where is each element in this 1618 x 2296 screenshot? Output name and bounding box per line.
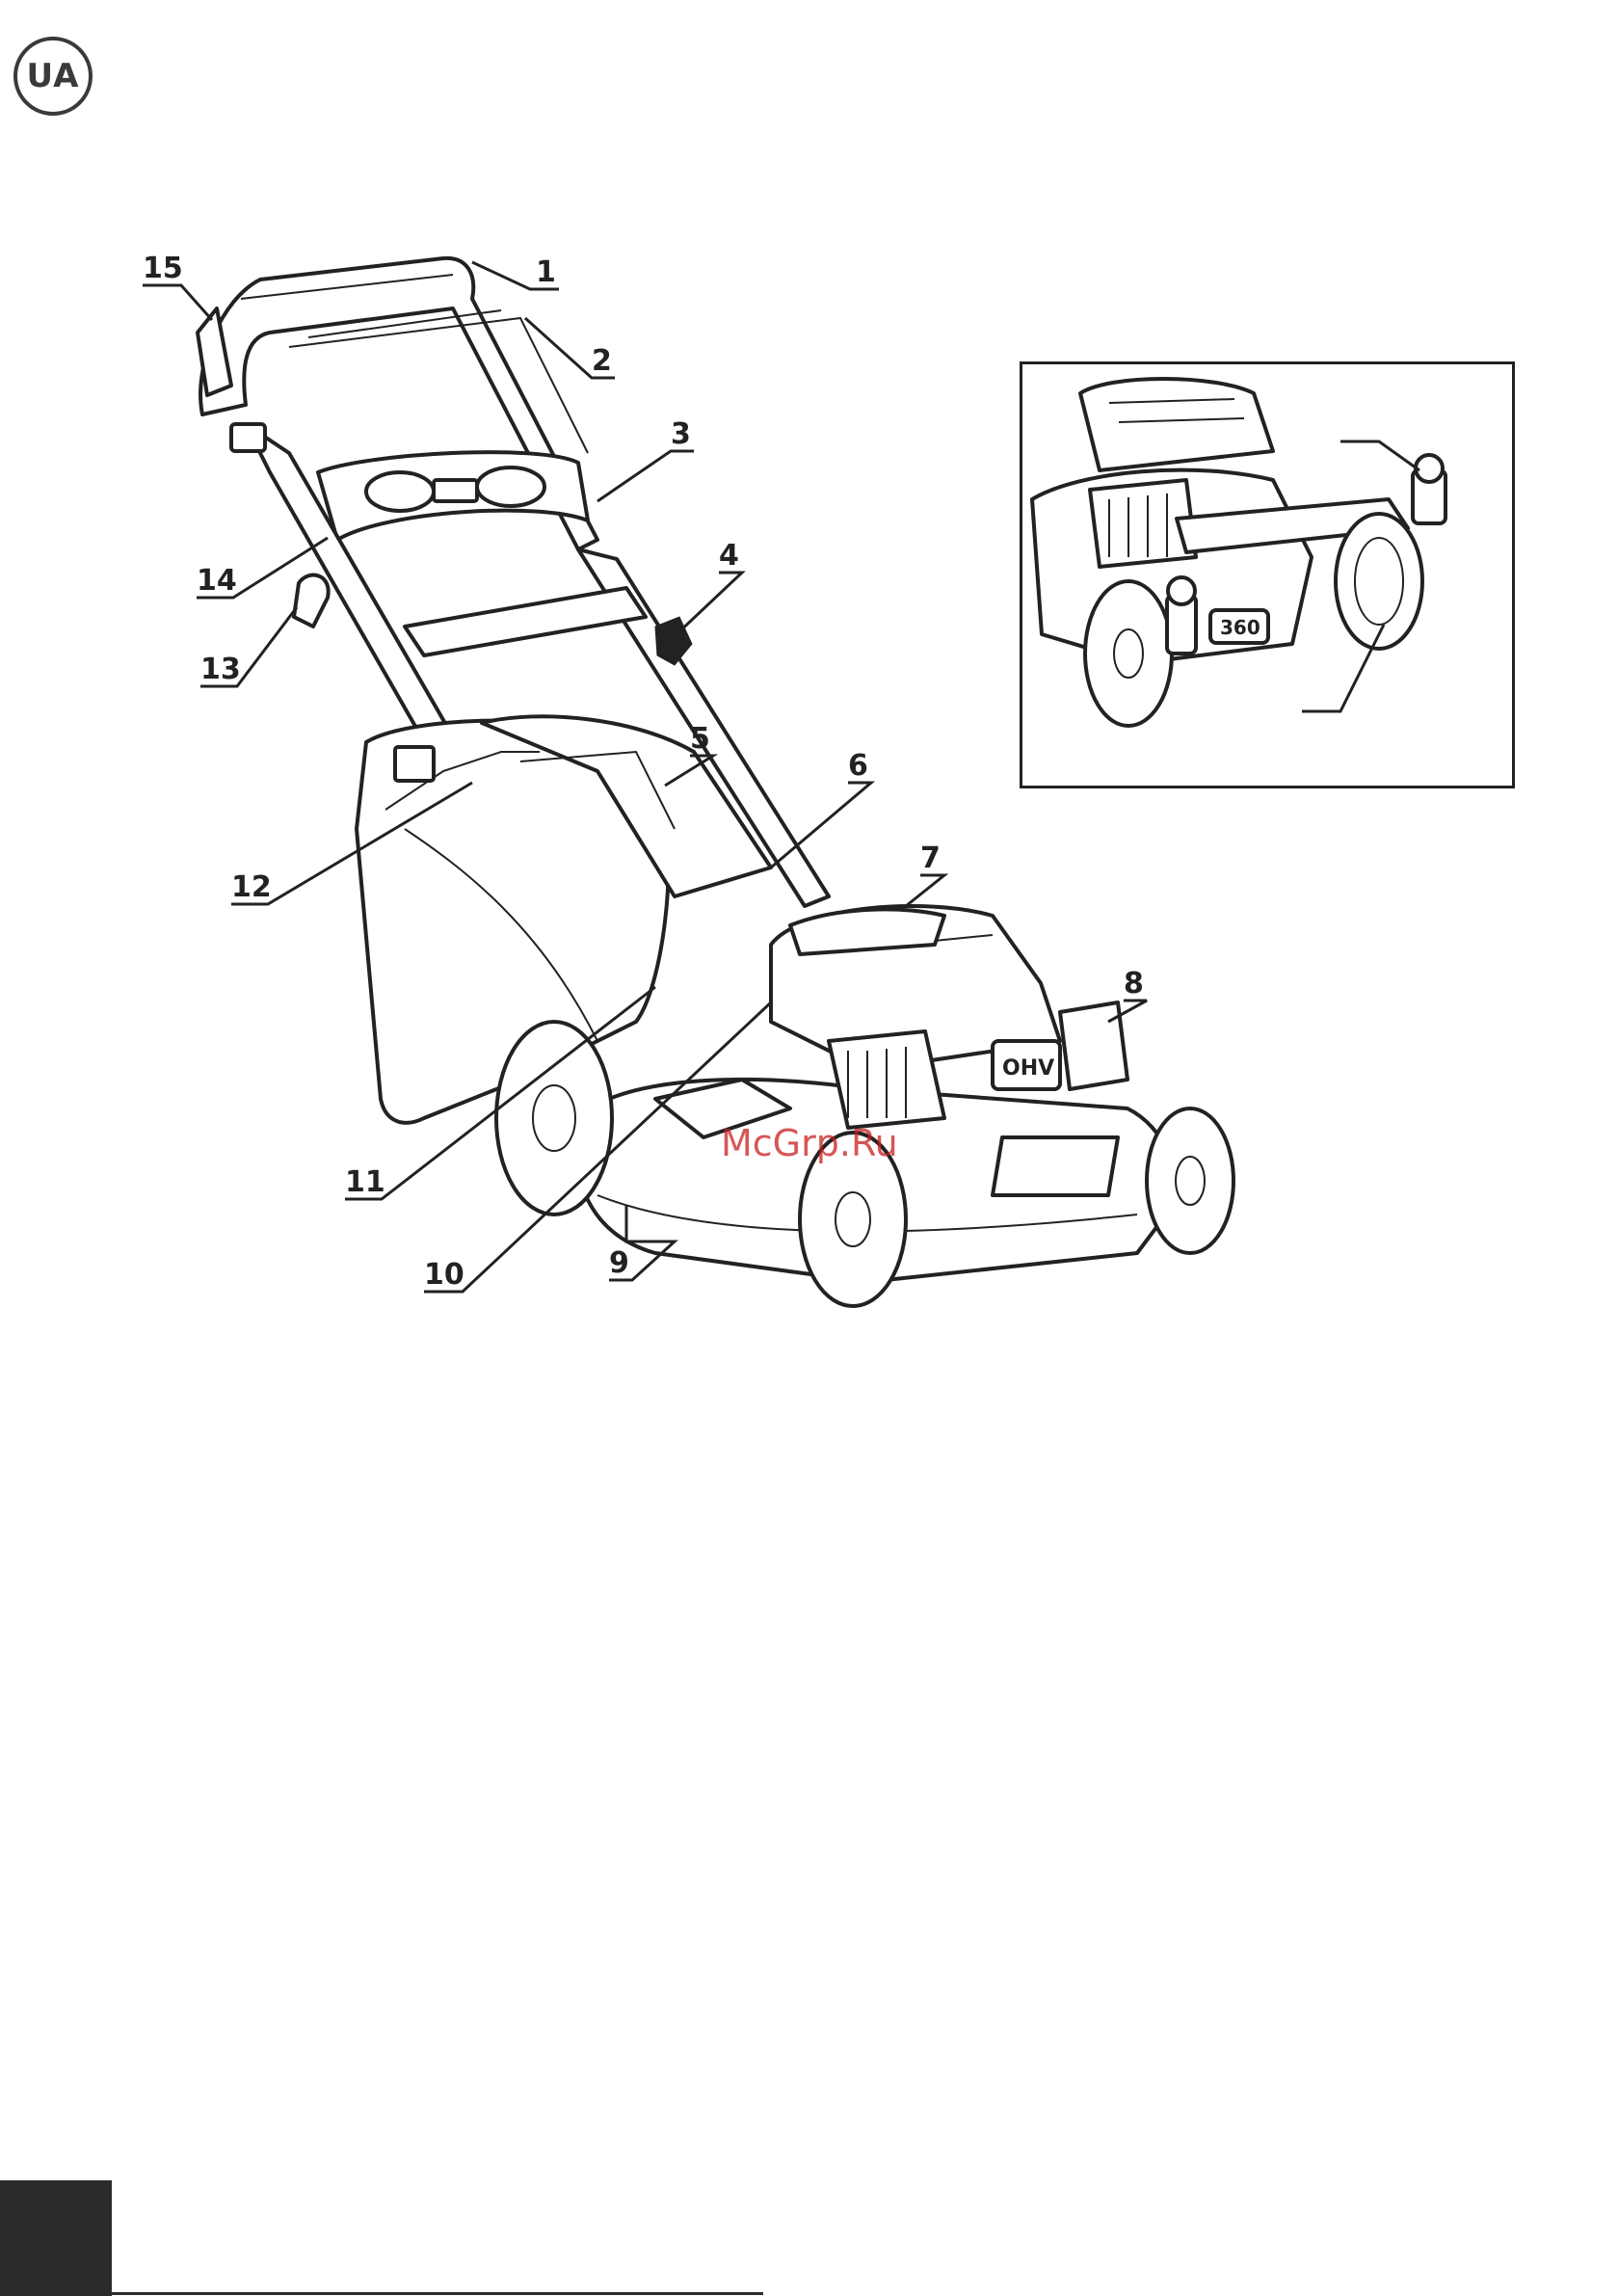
callout-4: 4	[719, 539, 739, 573]
callout-3: 3	[671, 417, 691, 451]
watermark: McGrp.Ru	[721, 1122, 898, 1164]
callout-11: 11	[345, 1165, 385, 1199]
page-corner-tab	[0, 2180, 112, 2296]
page-bottom-rule	[112, 2292, 763, 2295]
callout-8: 8	[1124, 967, 1144, 1001]
callout-9: 9	[609, 1246, 629, 1280]
inset-detail-frame: 360	[1020, 361, 1515, 788]
callout-14: 14	[197, 564, 237, 598]
engine-badge-label: 360	[1220, 616, 1260, 639]
callout-6: 6	[848, 749, 868, 783]
callout-13: 13	[200, 653, 241, 686]
callout-2: 2	[592, 344, 612, 378]
callout-15: 15	[143, 252, 183, 285]
callout-1: 1	[536, 255, 556, 289]
callout-5: 5	[690, 722, 710, 756]
inset-detail-illustration: 360	[1022, 364, 1512, 786]
engine-brand-label: OHV	[1002, 1056, 1054, 1081]
callout-10: 10	[424, 1258, 464, 1292]
callout-7: 7	[920, 841, 941, 875]
callout-12: 12	[231, 870, 272, 904]
